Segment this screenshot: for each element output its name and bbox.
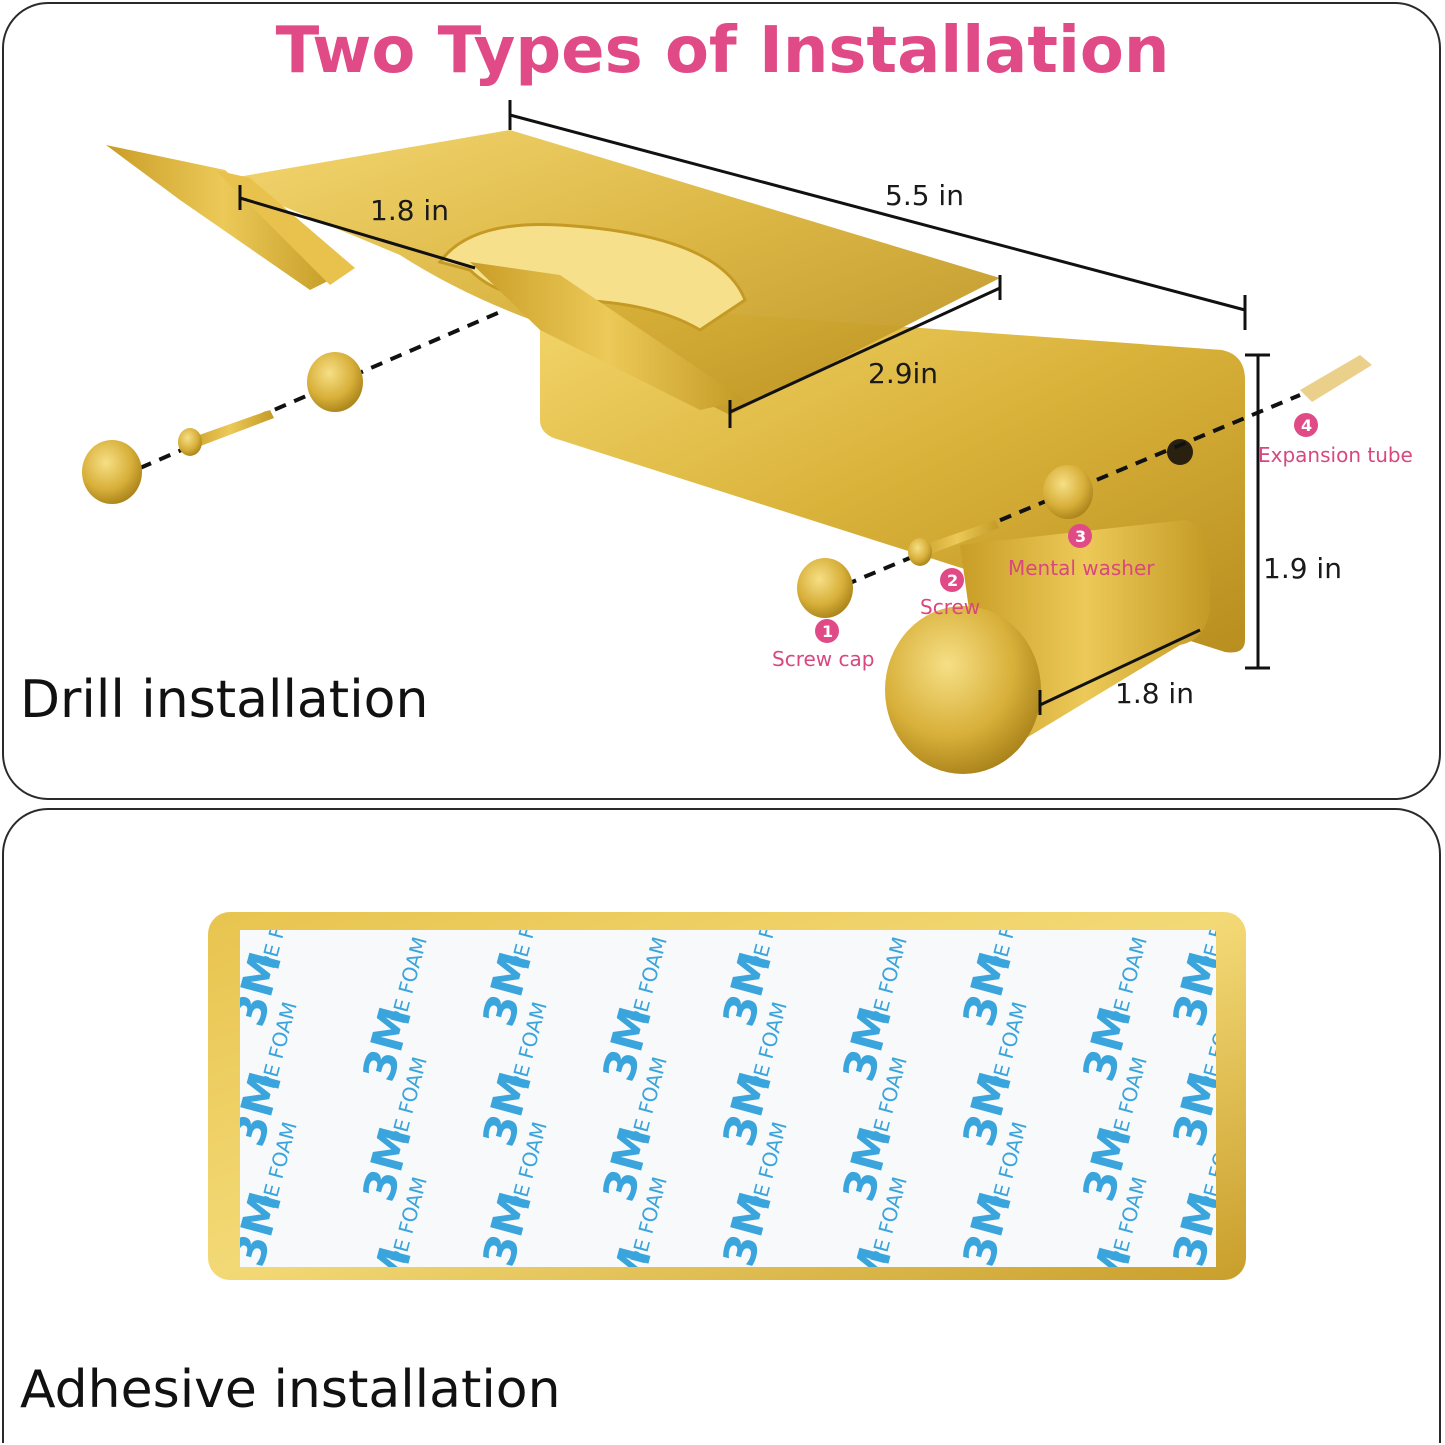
part-expansion-tube: 4 Expansion tube xyxy=(1258,413,1413,467)
part-name: Screw xyxy=(920,595,980,619)
dim-top-depth: 1.8 in xyxy=(370,194,449,227)
part-number: 1 xyxy=(822,622,833,641)
part-number: 3 xyxy=(1075,527,1086,546)
peg xyxy=(885,520,1210,774)
drill-diagram: 5.5 in 1.8 in 2.9in 1.9 in 1.8 in 1 Scre… xyxy=(82,100,1413,774)
screw-cap-right xyxy=(797,558,853,618)
drill-installation-label: Drill installation xyxy=(20,670,429,730)
screw-hole xyxy=(1167,439,1193,465)
part-number: 4 xyxy=(1301,416,1312,435)
part-washer: 3 Mental washer xyxy=(1008,524,1155,580)
screw-cap-left xyxy=(82,440,142,504)
right-hardware xyxy=(797,355,1372,618)
left-hardware xyxy=(82,310,501,504)
washer-left xyxy=(307,352,363,412)
part-name: Expansion tube xyxy=(1258,443,1413,467)
right-prong xyxy=(470,262,745,410)
part-screw: 2 Screw xyxy=(920,568,980,619)
expansion-tube xyxy=(1300,355,1372,402)
dim-hook-length: 5.5 in xyxy=(885,179,964,212)
page-title: Two Types of Installation xyxy=(275,14,1170,88)
screw-right xyxy=(915,520,999,558)
dim-arm-width: 2.9in xyxy=(868,357,938,390)
left-prong xyxy=(106,145,340,290)
adhesive-installation-panel xyxy=(2,808,1441,1443)
washer-right xyxy=(1043,465,1093,519)
screw-left xyxy=(185,410,274,450)
adhesive-installation-label: Adhesive installation xyxy=(20,1360,561,1420)
part-name: Mental washer xyxy=(1008,556,1155,580)
dimension-lines xyxy=(238,100,1270,715)
part-number: 2 xyxy=(947,571,958,590)
dim-height: 1.9 in xyxy=(1263,552,1342,585)
part-name: Screw cap xyxy=(772,647,874,671)
part-screw-cap: 1 Screw cap xyxy=(772,619,874,671)
dim-peg-length: 1.8 in xyxy=(1115,677,1194,710)
